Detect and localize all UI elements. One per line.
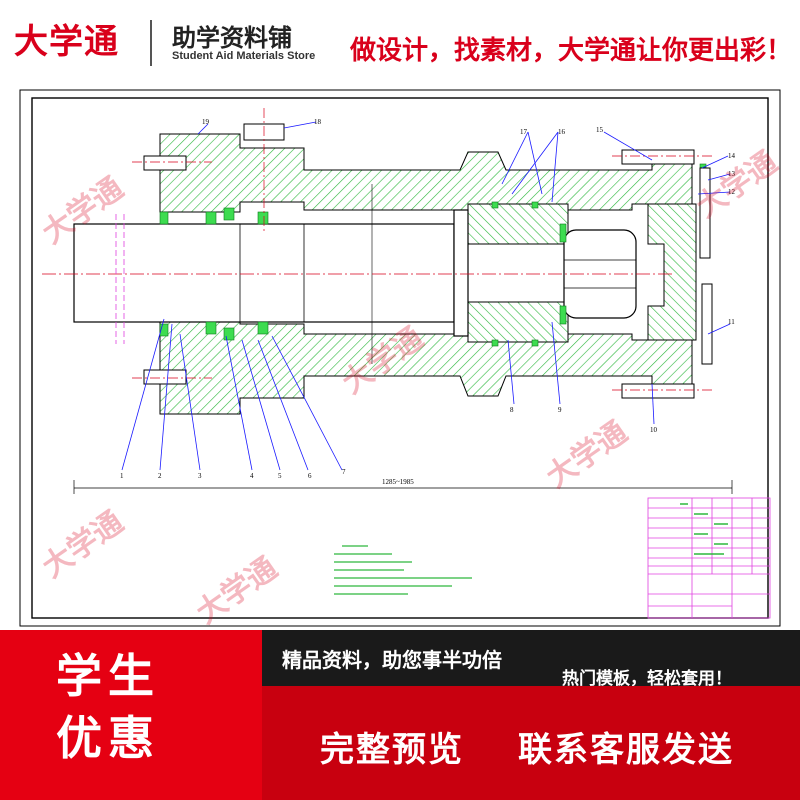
feature-text-1: 精品资料，助您事半功倍 [282,648,502,672]
badge-line-2: 优惠 [56,711,160,765]
feature-strip: 精品资料，助您事半功倍 热门模板，轻松套用！ [262,630,800,689]
store-name: 助学资料铺 [172,24,292,52]
preview-cta[interactable]: 完整预览 [320,730,464,770]
title-block-fill [680,503,728,555]
part-label-4: 4 [250,472,254,480]
part-label-10: 10 [650,426,658,434]
flange-plate [453,209,469,337]
title-block [647,497,771,619]
contact-service-cta[interactable]: 联系客服发送 [518,730,734,770]
body-upper [159,133,693,213]
engineering-drawing: 1 2 3 4 5 6 7 8 9 10 11 12 13 14 15 16 1… [12,84,788,632]
part-label-14: 14 [728,152,736,160]
store-name-english: Student Aid Materials Store [172,50,316,62]
part-label-2: 2 [158,472,162,480]
student-discount-panel: 学生 优惠 [0,630,262,800]
part-number-labels: 1 2 3 4 5 6 7 8 9 10 11 12 13 14 15 16 1… [120,118,736,480]
promo-footer: 学生 优惠 精品资料，助您事半功倍 热门模板，轻松套用！ 完整预览 联系客服发送 [0,630,800,800]
right-pin [699,167,711,259]
end-cap [647,203,697,341]
part-label-12: 12 [728,188,736,196]
part-label-8: 8 [510,406,514,414]
part-label-19: 19 [202,118,210,126]
body-lower [159,313,693,415]
cta-strip: 完整预览 联系客服发送 [262,686,800,800]
part-label-16: 16 [558,128,566,136]
grease-fitting [701,283,713,365]
part-label-18: 18 [314,118,322,126]
part-label-3: 3 [198,472,202,480]
outer-frame [19,89,781,627]
part-label-15: 15 [596,126,604,134]
dimension-label: 1285~1985 [382,478,414,486]
badge-line-1: 学生 [56,649,160,703]
bolt-top-left [143,155,187,171]
part-label-5: 5 [278,472,282,480]
part-label-1: 1 [120,472,124,480]
part-label-6: 6 [308,472,312,480]
brand-logo: 大学通 [14,22,119,62]
bolt-bottom-right [621,383,695,399]
part-label-13: 13 [728,170,736,178]
sleeve-lower [467,301,569,343]
bolt-top-right [621,149,695,165]
header-slogan: 做设计，找素材，大学通让你更出彩！ [350,36,793,66]
bolt-bottom-left [143,369,187,385]
header-banner: 大学通 助学资料铺 Student Aid Materials Store 做设… [0,0,800,82]
brand-divider [150,20,152,66]
part-label-9: 9 [558,406,562,414]
assembly-drawing-svg: 1 2 3 4 5 6 7 8 9 10 11 12 13 14 15 16 1… [19,89,781,627]
leader-lines [121,121,731,471]
inner-frame [31,97,769,619]
sleeve-upper [467,203,569,245]
part-label-11: 11 [728,318,735,326]
technical-requirements [334,545,472,595]
part-label-17: 17 [520,128,528,136]
feature-text-2: 热门模板，轻松套用！ [562,669,732,689]
part-label-7: 7 [342,468,346,476]
shaft [73,223,455,323]
